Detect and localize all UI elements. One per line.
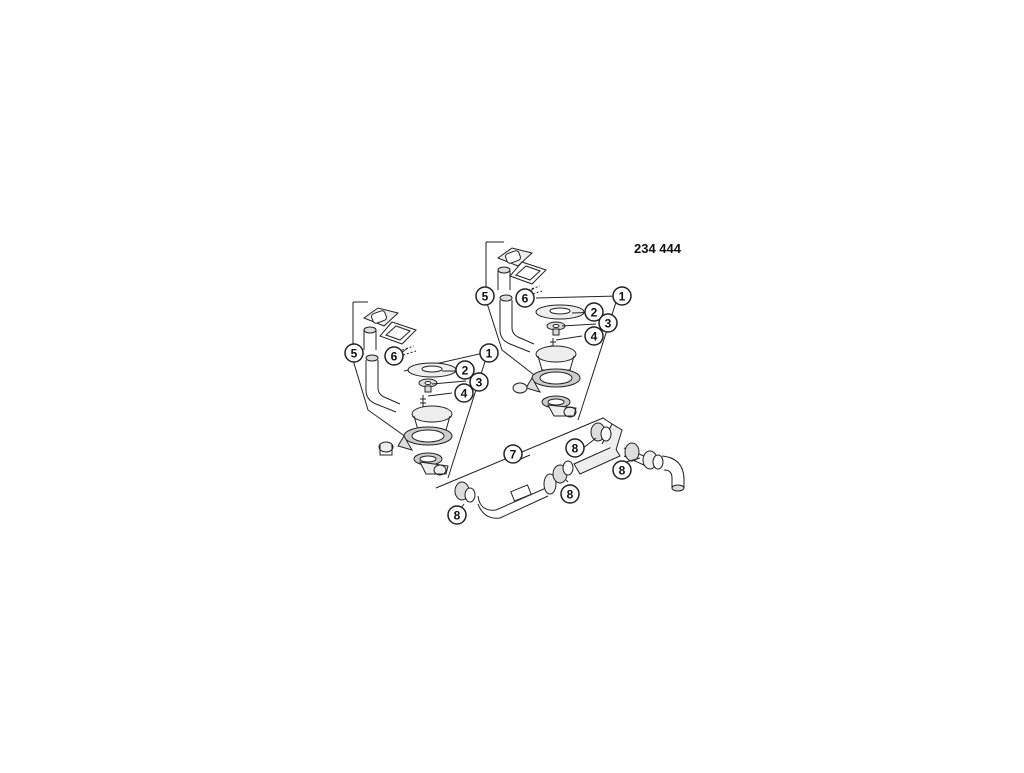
- right-drain-body: [512, 345, 581, 394]
- callout-right-3: 3: [598, 313, 618, 333]
- callout-left-1: 1: [479, 343, 499, 363]
- part-number-label: 234 444: [634, 241, 681, 256]
- svg-text:8: 8: [567, 488, 574, 502]
- left-nut-washer: [418, 378, 438, 393]
- right-nut-washer: [546, 321, 566, 336]
- left-strainer-basket: [407, 362, 457, 378]
- svg-text:3: 3: [605, 317, 612, 331]
- callout-left-3: 3: [469, 372, 489, 392]
- right-overflow-assembly: [496, 247, 547, 353]
- right-trap-elbow: [541, 395, 577, 418]
- svg-text:6: 6: [522, 292, 529, 306]
- svg-text:2: 2: [591, 306, 598, 320]
- left-overflow-bracket: [352, 301, 407, 438]
- svg-text:3: 3: [476, 376, 483, 390]
- callout-waste-8-a: 8: [447, 505, 467, 525]
- svg-text:5: 5: [351, 347, 358, 361]
- right-overflow-bracket: [485, 241, 539, 379]
- left-overflow-assembly: [362, 307, 417, 413]
- callout-waste-8-b: 8: [565, 438, 585, 458]
- callout-right-5: 5: [475, 286, 495, 306]
- left-bolt: [420, 395, 426, 408]
- svg-text:4: 4: [461, 387, 468, 401]
- svg-text:8: 8: [619, 464, 626, 478]
- svg-text:5: 5: [482, 290, 489, 304]
- callout-left-4: 4: [454, 383, 474, 403]
- svg-text:1: 1: [486, 347, 493, 361]
- waste-pipe-bracket: [435, 417, 613, 489]
- callout-left-6: 6: [384, 346, 404, 366]
- left-trap-elbow: [413, 452, 449, 476]
- svg-text:2: 2: [462, 364, 469, 378]
- callout-right-2: 2: [584, 302, 604, 322]
- waste-pipe-assembly: [454, 422, 685, 519]
- callout-right-1: 1: [612, 286, 632, 306]
- callout-waste-8-c: 8: [560, 484, 580, 504]
- left-drain-body: [378, 405, 453, 456]
- callout-right-6: 6: [515, 288, 535, 308]
- svg-text:4: 4: [591, 330, 598, 344]
- callout-left-5: 5: [344, 343, 364, 363]
- callout-group: 1 2 3 4 5 6 1: [344, 286, 632, 525]
- callout-left-2: 2: [455, 360, 475, 380]
- callout-waste-8-d: 8: [612, 460, 632, 480]
- right-strainer-basket: [535, 304, 585, 320]
- svg-text:8: 8: [454, 509, 461, 523]
- svg-text:1: 1: [619, 290, 626, 304]
- callout-waste-7: 7: [503, 444, 523, 464]
- svg-text:8: 8: [572, 442, 579, 456]
- svg-text:7: 7: [510, 448, 517, 462]
- svg-text:6: 6: [391, 350, 398, 364]
- callout-right-4: 4: [584, 326, 604, 346]
